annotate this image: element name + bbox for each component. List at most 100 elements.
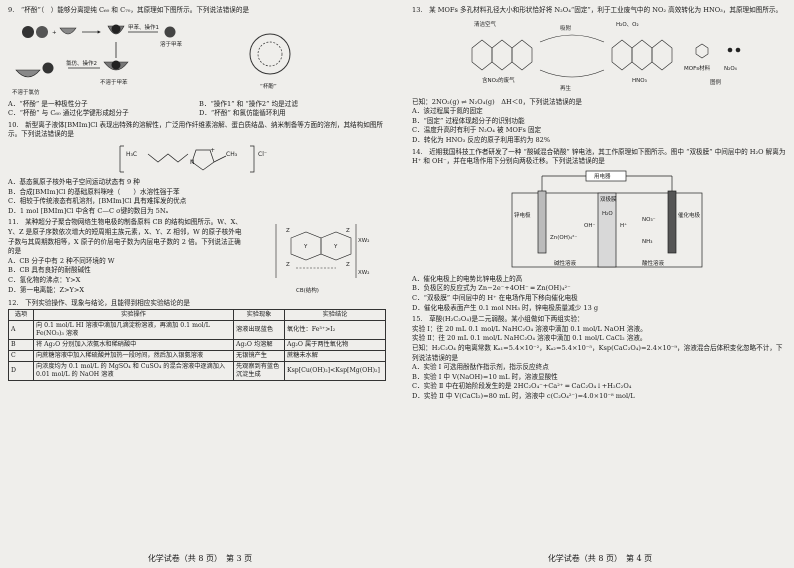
table-cell: 蔗糖未水解 [284, 349, 386, 362]
table-cell: 溶液出现蓝色 [233, 319, 285, 340]
svg-text:+: + [52, 30, 57, 36]
q11-option-a: A．CB 分子中有 2 种不同环境的 W [8, 256, 115, 265]
q13-options: A．该过程属于氮的固定 B．“固定” 过程体现超分子的识别功能 C．温度升高时有… [412, 107, 786, 145]
q14-options: A．催化电极上的电势比锌电极上的高 B．负极区的反应式为 Zn−2e⁻+4OH⁻… [412, 275, 786, 313]
q15-line-1: 实验 Ⅰ：往 20 mL 0.1 mol/L NaHC₂O₄ 溶液中滴加 0.1… [412, 324, 647, 333]
table-row: B 将 Ag₂O 分别加入浓氨水和稀硝酸中 Ag₂O 均溶解 Ag₂O 属于两性… [8, 338, 386, 351]
q15-option-b: B．实验 Ⅰ 中 V(NaOH)=10 mL 时，溶液显酸性 [412, 372, 558, 381]
q13-option-c: C．温度升高时有利于 N₂O₄ 被 MOFs 固定 [412, 126, 542, 135]
q13-hno3-label: HNO₃ [632, 78, 647, 84]
q10-option-a: A．基态氯原子核外电子空间运动状态有 9 种 [8, 177, 140, 186]
svg-text:Z: Z [286, 228, 290, 234]
q15-line-2: 实验 Ⅱ：往 20 mL 0.1 mol/L NaHC₂O₄ 溶液中滴加 0.1… [412, 334, 647, 343]
table-cell: Ag₂O 均溶解 [233, 338, 285, 351]
q15-option-d: D．实验 Ⅱ 中 V(CaCl₂)=80 mL 时，溶液中 c(C₂O₄²⁻)=… [412, 391, 635, 400]
q10-option-c: C．相较于传统液态有机溶剂，[BMIm]Cl 具有难挥发的优点 [8, 197, 187, 206]
q12-stem: 12. 下列实验操作、现象与结论，且能得到相应实验结论的是 [8, 299, 190, 308]
q13-figure: 清洁空气 吸附 H₂O、O₂ 含NO₂的废气 再生 HNO₃ MOFs材料 N₂… [471, 20, 741, 92]
q13-option-a: A．该过程属于氮的固定 [412, 107, 483, 116]
q9-op1-label: 甲苯、操作1 [128, 23, 159, 31]
q13-legend-label: 图例 [710, 78, 722, 86]
q14-option-b: B．负极区的反应式为 Zn−2e⁻+4OH⁻ ═ Zn(OH)₄²⁻ [412, 284, 571, 293]
q12-header-operation: 实验操作 [33, 308, 234, 321]
q15-line-3: 已知：H₂C₂O₄ 的电离常数 Kₐ₁=5.4×10⁻²，Kₐ₂=5.4×10⁻… [412, 343, 783, 362]
q14-acid-label: 酸性溶液 [642, 259, 665, 267]
q13-equation: 已知：2NO₂(g) ⇌ N₂O₄(g) ΔH＜0，下列说法错误的是 [412, 97, 582, 106]
q13-option-d: D．转化为 HNO₃ 反应的原子利用率约为 82% [412, 135, 551, 144]
q9-calix-label: “杯酚” [260, 82, 277, 90]
q9-option-d: D．“杯酚” 和氯仿能循环利用 [199, 109, 286, 118]
q14-oh-label: OH⁻ [584, 223, 595, 229]
table-cell: A [8, 319, 34, 340]
q11-option-d: D．第一电离能：Z>Y>X [8, 285, 85, 294]
q14-nh3-label: NH₃ [642, 239, 652, 245]
left-page-footer: 化学试卷（共 8 页） 第 3 页 [147, 554, 253, 563]
q15-stem: 15. 草酸(H₂C₂O₄)是二元弱酸。某小组做如下两组实验： [412, 315, 584, 324]
q10-plus-sign: + [210, 147, 215, 154]
q10-option-b: B．合成[BMIm]Cl 的基础原料咪唑（ ）水溶性强于苯 [8, 187, 180, 196]
svg-text:Z: Z [346, 228, 350, 234]
q11-options: A．CB 分子中有 2 种不同环境的 W B．CB 具有良好的耐酸碱性 C．氢化… [8, 257, 246, 295]
table-cell: 将 Ag₂O 分别加入浓氨水和稀硝酸中 [33, 338, 234, 351]
table-cell: C [8, 349, 34, 362]
q13-adsorb-label: 吸附 [560, 24, 572, 32]
table-cell: Ag₂O 属于两性氧化物 [284, 338, 386, 351]
q14-battery-figure: 用电器 双极膜 H₂O OH⁻ H⁺ 锌电极 催化电极 Zn(OH)₄²⁻ NO… [511, 170, 703, 268]
q11-cb-structure: Z Z Z Z Y Y XW₂ XW₂ CB(结构) [275, 224, 369, 294]
q13-clean-air-label: 清洁空气 [474, 20, 497, 28]
table-cell: 氧化性：Fe³⁺>I₂ [284, 319, 386, 340]
q14-zn-species-label: Zn(OH)₄²⁻ [550, 234, 577, 241]
svg-text:XW₂: XW₂ [358, 238, 369, 244]
q9-insoluble-chl-label: 不溶于氯仿 [12, 88, 40, 96]
q14-cat-electrode-label: 催化电极 [678, 211, 701, 219]
left-page: 9. “杯酚”（ ）能够分离提纯 C₆₀ 和 C₇₀，其原理如下图所示。下列说法… [8, 6, 390, 563]
q14-h-label: H⁺ [620, 222, 627, 229]
q10-n-atom: N [190, 159, 195, 166]
q15-option-a: A．实验 Ⅰ 可选用酚酞作指示剂，指示反应终点 [412, 363, 549, 372]
table-row: C 向蔗糖溶液中加入稀硫酸并加热一段时间，然后加入银氨溶液 无银镜产生 蔗糖未水… [8, 349, 386, 362]
q13-regen-label: 再生 [560, 84, 572, 92]
q14-option-d: D．催化电极表面产生 0.1 mol NH₃ 时，锌电极质量减少 13 g [412, 303, 599, 312]
q10-stem: 10. 新型离子液体[BMIm]Cl 表现出特殊的溶解性，广泛用作纤维素溶解、蛋… [8, 120, 384, 139]
q9-option-c: C．“杯酚” 与 C₆₀ 通过化学键形成超分子 [8, 109, 129, 118]
q9-dissolve-label: 溶于甲苯 [160, 40, 183, 48]
q13-h2o-o2-label: H₂O、O₂ [616, 22, 639, 28]
q13-waste-label: 含NO₂的废气 [482, 76, 515, 84]
q12-header-conclusion: 实验结论 [284, 308, 386, 321]
table-row: A 向 0.1 mol/L HI 溶液中滴加几滴淀粉溶液，再滴加 0.1 mol… [8, 319, 386, 340]
q12-table: 选项 实验操作 实验现象 实验结论 A 向 0.1 mol/L HI 溶液中滴加… [8, 308, 386, 381]
c60-ball-icon [22, 25, 34, 38]
q10-options: A．基态氯原子核外电子空间运动状态有 9 种 B．合成[BMIm]Cl 的基础原… [8, 178, 390, 216]
q10-structure: H₃C N + CH₃ Cl⁻ [119, 145, 267, 173]
svg-text:Z: Z [286, 262, 290, 268]
svg-text:XW₂: XW₂ [358, 270, 369, 276]
q11-fig-caption: CB(结构) [296, 286, 319, 294]
q15-options: A．实验 Ⅰ 可选用酚酞作指示剂，指示反应终点 B．实验 Ⅰ 中 V(NaOH)… [412, 363, 786, 401]
table-row: D 向浓度均为 0.1 mol/L 的 MgSO₄ 和 CuSO₄ 的混合溶液中… [8, 360, 386, 381]
q10-right-group: CH₃ [226, 151, 238, 158]
q14-alkali-label: 碱性溶液 [554, 259, 577, 267]
q15-option-c: C．实验 Ⅱ 中在初始阶段发生的是 2HC₂O₄⁻+Ca²⁺ ═ CaC₂O₄↓… [412, 382, 632, 391]
q14-option-a: A．催化电极上的电势比锌电极上的高 [412, 274, 523, 283]
right-page: 13. 某 MOFs 多孔材料孔径大小和形状恰好将 N₂O₄“固定”，利于工业废… [406, 0, 794, 568]
q12-header-row: 选项 实验操作 实验现象 实验结论 [8, 308, 386, 321]
table-cell: D [8, 360, 34, 381]
q9-stem: 9. “杯酚”（ ）能够分离提纯 C₆₀ 和 C₇₀，其原理如下图所示。下列说法… [8, 6, 250, 14]
table-cell: Ksp[Cu(OH)₂]<Ksp[Mg(OH)₂] [284, 360, 386, 381]
svg-text:Y: Y [333, 244, 338, 250]
svg-text:Y: Y [303, 244, 308, 250]
table-cell: 向 0.1 mol/L HI 溶液中滴加几滴淀粉溶液，再滴加 0.1 mol/L… [33, 319, 234, 340]
q11-option-c: C．氢化物的沸点：Y>X [8, 275, 81, 284]
q11-stem: 11. 某种超分子聚合物网络生物电极的制备原料 CB 的结构如图所示。W、X、Y… [8, 218, 242, 256]
q12-header-option: 选项 [8, 308, 34, 321]
q14-h2o-label: H₂O [602, 211, 613, 217]
table-cell: 先观察到有蓝色沉淀生成 [233, 360, 285, 381]
q9-insoluble-tol-label: 不溶于甲苯 [100, 78, 128, 86]
q14-membrane-label: 双极膜 [600, 195, 617, 203]
q10-left-group: H₃C [126, 151, 137, 158]
q12-header-phenomenon: 实验现象 [233, 308, 285, 321]
q13-mofs-label: MOFs材料 [684, 64, 711, 72]
q13-mofs-left-icon [471, 39, 533, 70]
q13-stem: 13. 某 MOFs 多孔材料孔径大小和形状恰好将 N₂O₄“固定”，利于工业废… [412, 6, 783, 14]
q13-n2o4-label: N₂O₄ [724, 66, 738, 72]
